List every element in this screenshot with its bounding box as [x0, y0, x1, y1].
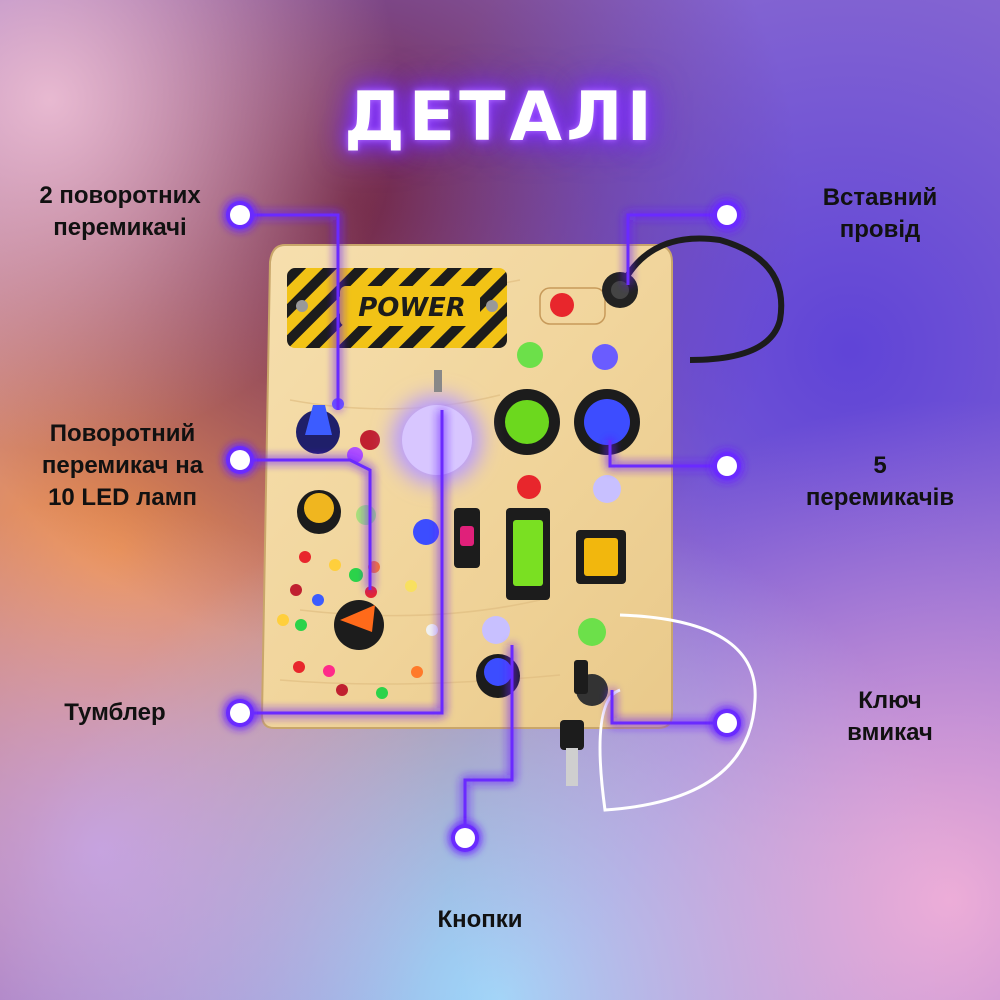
label-line: вмикач	[847, 719, 933, 746]
label-line: Кнопки	[437, 906, 523, 933]
label-key-switch: Ключ вмикач	[800, 685, 980, 749]
label-toggle: Тумблер	[30, 697, 200, 729]
label-plug-wire: Вставний провід	[790, 182, 970, 246]
label-line: перемикачі	[53, 214, 187, 241]
rotary-switch-blue	[296, 405, 340, 454]
power-sign-text: POWER	[358, 293, 466, 323]
green-round-switch	[494, 389, 560, 455]
green-led-2	[578, 618, 606, 646]
red-led	[550, 293, 574, 317]
label-line: провід	[839, 216, 921, 243]
rotary-switch-orange	[334, 600, 384, 650]
label-line: Тумблер	[64, 699, 166, 726]
key-switch	[560, 613, 757, 812]
label-five-switches: 5 перемикачів	[790, 450, 970, 514]
label-buttons: Кнопки	[380, 904, 580, 936]
rocker-switch-green	[506, 508, 550, 600]
lavender-led	[593, 475, 621, 503]
label-line: 10 LED ламп	[48, 484, 197, 511]
toggle-lever	[434, 370, 442, 392]
green-led	[517, 342, 543, 368]
label-line: Вставний	[822, 184, 938, 211]
lavender-led-2	[482, 616, 510, 644]
callout-lines	[240, 213, 727, 838]
blue-round-switch	[574, 389, 640, 455]
label-line: перемикачів	[805, 484, 955, 511]
label-rotary-led-switch: Поворотний перемикач на 10 LED ламп	[20, 418, 225, 514]
blue-led	[592, 344, 618, 370]
label-line: 5	[873, 452, 887, 479]
label-line: перемикач на	[41, 452, 204, 479]
label-line: 2 поворотних	[39, 182, 201, 209]
callout-dots	[226, 201, 741, 852]
page-title: ДЕТАЛІ	[344, 78, 656, 157]
red-led-2	[517, 475, 541, 499]
rocker-switch-red	[454, 508, 480, 568]
label-line: Поворотний	[49, 420, 196, 447]
led-cluster	[277, 551, 438, 699]
rocker-switch-yellow	[576, 530, 626, 584]
label-two-rotary-switches: 2 поворотних перемикачі	[10, 180, 230, 244]
power-sign: POWER	[287, 268, 507, 348]
blue-push-button	[476, 654, 520, 698]
yellow-push-button	[297, 490, 341, 534]
label-line: Ключ	[858, 687, 922, 714]
